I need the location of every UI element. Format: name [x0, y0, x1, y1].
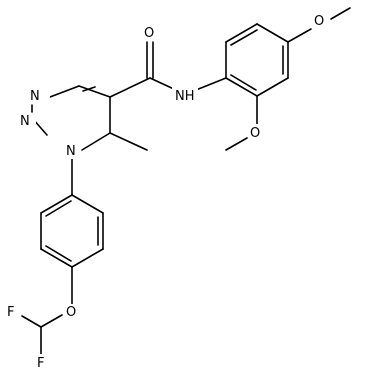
- bond-n1-c4: [49, 85, 80, 98]
- bond-chf2-f1: [21, 315, 42, 328]
- bond-ome-side-methyl: [225, 137, 248, 151]
- bond-lines: [21, 7, 351, 355]
- bond-ar-6: [225, 77, 258, 97]
- bond-c4-a: [78, 85, 111, 98]
- atom-amide-nh: NH: [175, 89, 195, 104]
- atom-ome-top: O: [314, 14, 324, 29]
- bond-ar-2: [225, 23, 258, 43]
- atom-amide-o: O: [144, 26, 154, 41]
- bond-c5-methyl: [109, 132, 148, 151]
- amide-n-label-bg: [172, 87, 198, 103]
- bond-ar-ome-top: [287, 28, 312, 43]
- bond-ph-1: [71, 194, 104, 214]
- ether-o-label-bg: [63, 304, 81, 320]
- bond-ar-5: [256, 77, 289, 97]
- ome-top-label-bg: [312, 13, 330, 29]
- n2-label-bg: [18, 113, 36, 129]
- n3-label-bg: [28, 88, 50, 104]
- f1-label-bg: [4, 304, 20, 320]
- bond-c4-carbonyl: [109, 77, 151, 98]
- atom-ether-o: O: [66, 305, 76, 320]
- bond-c5-n1: [81, 132, 111, 151]
- f2-label-bg: [34, 354, 50, 370]
- bond-ph-6: [40, 194, 73, 214]
- atom-labels: N N N O NH O O O F F: [4, 13, 330, 371]
- atom-f1: F: [7, 305, 14, 320]
- bond-ar-2-inner: [230, 29, 258, 46]
- atom-ome-side: O: [250, 126, 260, 141]
- bond-ph-4: [40, 248, 73, 268]
- atom-n1: N: [66, 144, 76, 159]
- bond-ar-3: [256, 23, 289, 43]
- ome-side-label-bg: [248, 124, 266, 140]
- bond-ph-4-inner: [45, 245, 72, 262]
- bond-ph-3: [71, 248, 104, 268]
- bond-nh-aryl: [195, 77, 227, 91]
- bond-ome-top-methyl: [330, 7, 351, 20]
- atom-n2: N: [20, 114, 30, 129]
- amide-o-label-bg: [141, 24, 159, 40]
- bond-ether-chf2: [40, 314, 63, 328]
- bond-ar-6-inner: [230, 74, 257, 91]
- atom-n3: N: [30, 89, 40, 104]
- bond-ph-6-inner: [45, 200, 72, 217]
- n1-label-bg: [63, 143, 81, 159]
- atom-f2: F: [37, 356, 44, 371]
- bond-carbonyl-n: [149, 77, 177, 91]
